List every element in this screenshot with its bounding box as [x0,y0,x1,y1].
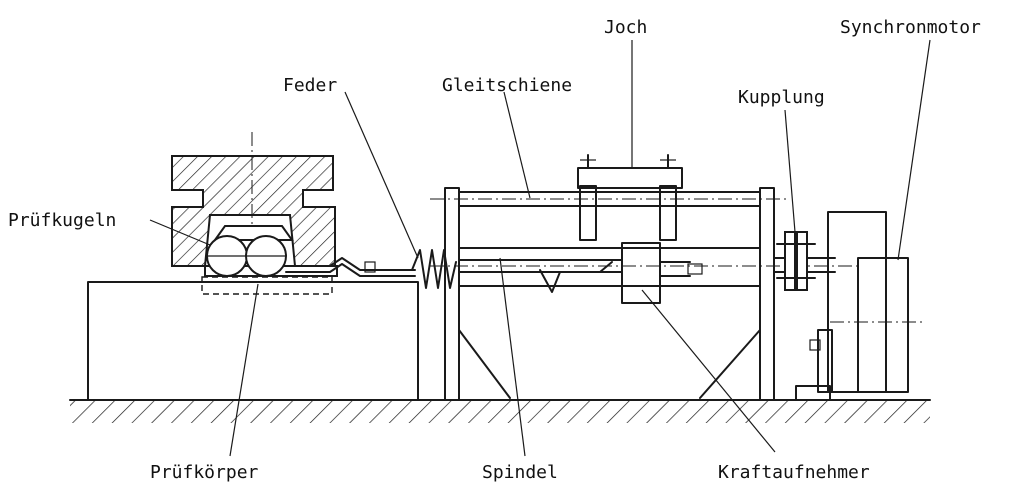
label-feder: Feder [283,75,337,96]
label-synchronmotor: Synchronmotor [840,17,981,38]
synchronous-motor [795,211,925,401]
label-joch: Joch [604,17,647,38]
base-block [87,276,419,401]
connecting-rod [285,257,416,277]
label-pruefkoerper: Prüfkörper [150,462,259,483]
leader-lines [149,39,931,457]
label-spindel: Spindel [482,462,558,483]
coupling [776,231,816,291]
test-balls [206,225,294,277]
force-transducer [621,242,703,304]
label-kupplung: Kupplung [738,87,825,108]
label-pruefkugeln: Prüfkugeln [8,210,116,231]
spring [411,249,457,289]
label-kraftaufnehmer: Kraftaufnehmer [718,462,870,483]
spindle [430,259,860,293]
yoke [577,154,683,241]
label-gleitschiene: Gleitschiene [442,75,572,96]
ground [69,399,931,423]
frame [430,187,790,401]
